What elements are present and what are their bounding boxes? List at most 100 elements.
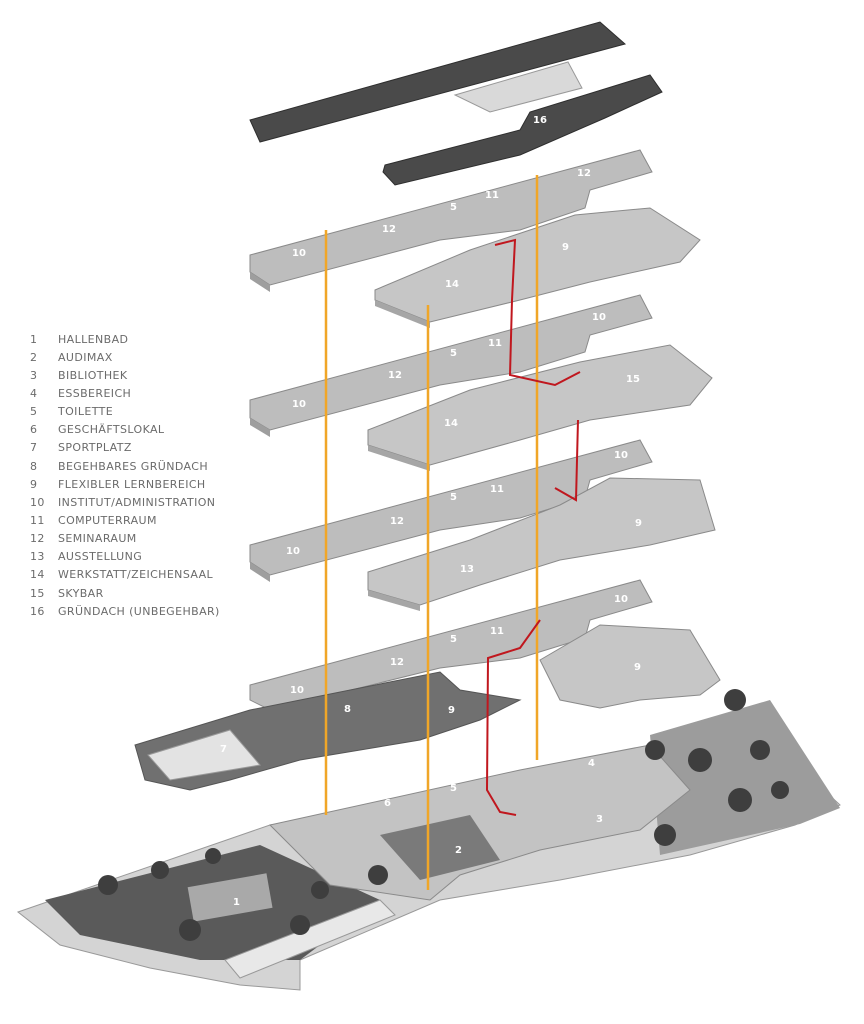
legend-label: BEGEHBARES GRÜNDACH <box>58 459 208 473</box>
label-15: 15 <box>626 374 640 385</box>
legend-label: BIBLIOTHEK <box>58 368 128 382</box>
label-9: 9 <box>634 662 641 673</box>
label-12: 12 <box>382 224 396 235</box>
elevator-cores <box>324 175 539 890</box>
legend-number: 3 <box>30 368 38 382</box>
label-9: 9 <box>562 242 569 253</box>
floor-3: 10 12 5 11 10 15 14 <box>249 294 713 471</box>
label-10: 10 <box>292 399 306 410</box>
roof-layer: 16 <box>249 21 663 186</box>
floor-1-wing <box>249 579 653 711</box>
legend-number: 1 <box>30 332 38 346</box>
floor-1-study <box>539 624 721 709</box>
legend-label: GRÜNDACH (UNBEGEHBAR) <box>58 604 220 618</box>
label-12: 12 <box>577 168 591 179</box>
tree <box>724 689 746 711</box>
legend-item: 4 ESSBEREICH <box>30 384 250 402</box>
legend-item: 5 TOILETTE <box>30 403 250 421</box>
legend-number: 16 <box>30 604 45 618</box>
legend-item: 1 HALLENBAD <box>30 330 250 348</box>
label-9: 9 <box>635 518 642 529</box>
label-1: 1 <box>233 897 240 908</box>
legend-item: 11 COMPUTERRAUM <box>30 511 250 529</box>
legend-number: 11 <box>30 513 45 527</box>
floor-1: 10 12 5 11 10 9 9 8 7 <box>134 579 721 791</box>
tree <box>771 781 789 799</box>
label-10: 10 <box>290 685 304 696</box>
legend-label: HALLENBAD <box>58 332 129 346</box>
label-5: 5 <box>450 348 457 359</box>
tree <box>688 748 712 772</box>
label-5: 5 <box>450 783 457 794</box>
legend-number: 2 <box>30 350 38 364</box>
legend-number: 5 <box>30 405 38 419</box>
legend-number: 7 <box>30 441 38 455</box>
label-10: 10 <box>614 450 628 461</box>
legend-label: ESSBEREICH <box>58 386 132 400</box>
legend-number: 15 <box>30 586 45 600</box>
legend-item: 10 INSTITUT/ADMINISTRATION <box>30 493 250 511</box>
legend-label: INSTITUT/ADMINISTRATION <box>58 495 216 509</box>
floor-1-sportfield <box>147 729 261 781</box>
label-10: 10 <box>614 594 628 605</box>
label-11: 11 <box>490 626 504 637</box>
floor-2-wing-side <box>250 562 270 582</box>
roof-slab-right <box>382 74 663 186</box>
tree <box>205 848 221 864</box>
legend-number: 9 <box>30 477 38 491</box>
trees <box>98 689 789 941</box>
legend-item: 13 AUSSTELLUNG <box>30 548 250 566</box>
tree <box>368 865 388 885</box>
label-4: 4 <box>588 758 595 769</box>
legend-number: 14 <box>30 568 45 582</box>
tree <box>728 788 752 812</box>
label-14: 14 <box>445 279 459 290</box>
floor-3-wing-side <box>250 418 270 437</box>
label-10: 10 <box>286 546 300 557</box>
legend-label: FLEXIBLER LERNBEREICH <box>58 477 206 491</box>
label-12: 12 <box>390 657 404 668</box>
label-7: 7 <box>220 744 227 755</box>
label-6: 6 <box>384 798 391 809</box>
legend-label: SEMINARAUM <box>58 532 137 546</box>
pool-basin <box>187 873 273 922</box>
label-11: 11 <box>490 484 504 495</box>
legend-item: 12 SEMINARAUM <box>30 530 250 548</box>
label-5: 5 <box>450 202 457 213</box>
legend-label: WERKSTATT/ZEICHENSAAL <box>58 568 214 582</box>
label-5: 5 <box>450 492 457 503</box>
label-14: 14 <box>444 418 458 429</box>
legend-number: 8 <box>30 459 38 473</box>
legend-item: 9 FLEXIBLER LERNBEREICH <box>30 475 250 493</box>
legend-label: COMPUTERRAUM <box>58 513 157 527</box>
tree <box>179 919 201 941</box>
legend-label: AUSSTELLUNG <box>58 550 143 564</box>
label-9: 9 <box>448 705 455 716</box>
legend-item: 15 SKYBAR <box>30 584 250 602</box>
label-10: 10 <box>292 248 306 259</box>
legend-number: 12 <box>30 532 45 546</box>
legend-number: 10 <box>30 495 45 509</box>
stair-line <box>494 238 581 387</box>
label-12: 12 <box>390 516 404 527</box>
label-5: 5 <box>450 634 457 645</box>
legend-label: TOILETTE <box>58 405 114 419</box>
legend-item: 14 WERKSTATT/ZEICHENSAAL <box>30 566 250 584</box>
label-11: 11 <box>485 190 499 201</box>
tree <box>151 861 169 879</box>
label-12: 12 <box>388 370 402 381</box>
ground-building <box>269 744 691 901</box>
label-8: 8 <box>344 704 351 715</box>
legend-number: 13 <box>30 550 45 564</box>
legend-number: 4 <box>30 386 38 400</box>
tree <box>645 740 665 760</box>
tree <box>98 875 118 895</box>
tree <box>654 824 676 846</box>
legend-label: SKYBAR <box>58 586 104 600</box>
label-13: 13 <box>460 564 474 575</box>
auditorium <box>380 815 500 880</box>
label-11: 11 <box>488 338 502 349</box>
